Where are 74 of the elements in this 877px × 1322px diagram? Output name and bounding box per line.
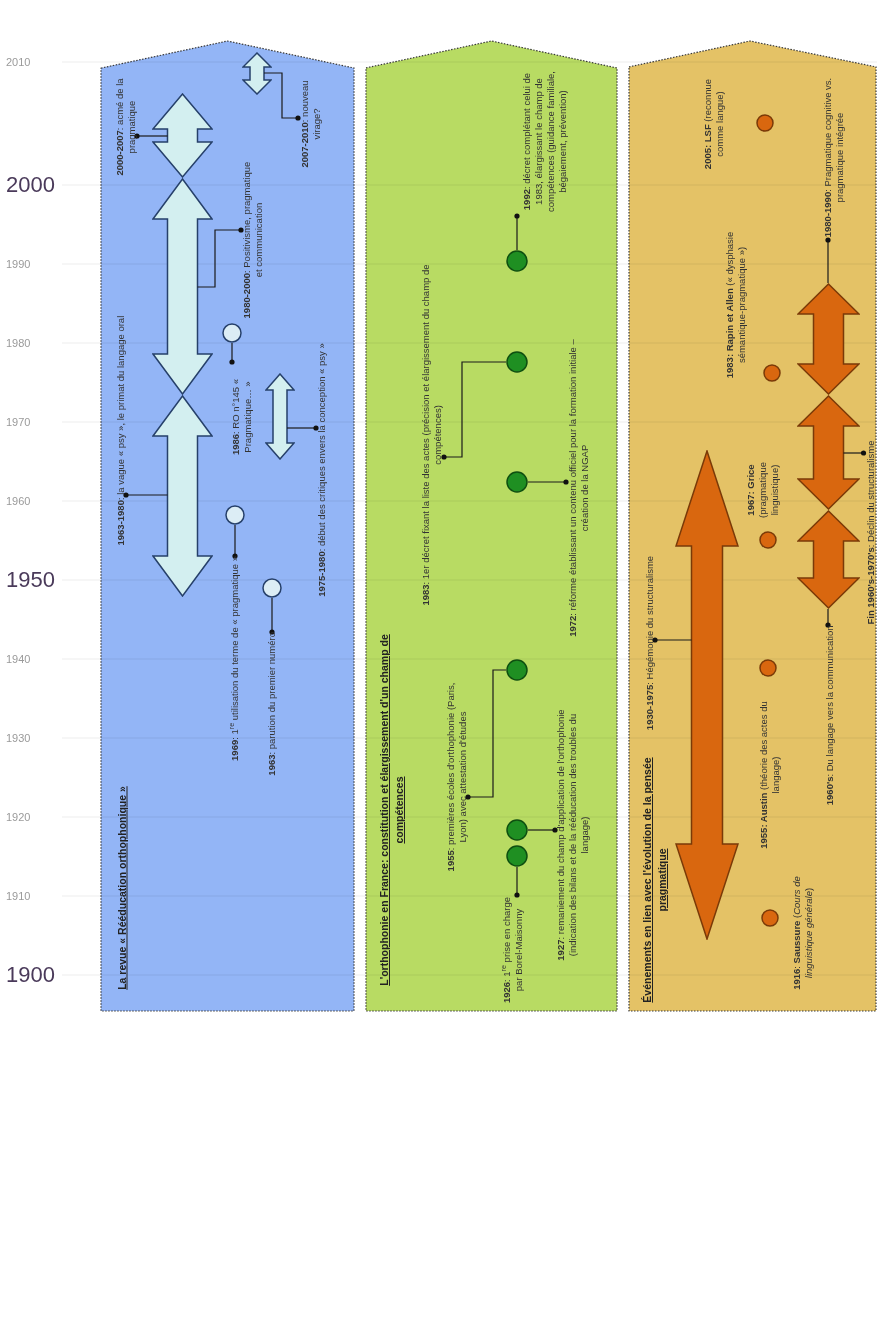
event-text: 1967: Grice (pragmatique linguistique) xyxy=(745,461,781,520)
leader-line xyxy=(269,597,275,635)
period-span-shape xyxy=(265,373,295,460)
circle-marker xyxy=(262,578,282,598)
leader-line xyxy=(527,479,569,485)
period-span-shape xyxy=(797,283,860,395)
period-span-shape xyxy=(152,395,213,597)
leader-line xyxy=(465,669,507,800)
period-span-shape xyxy=(797,395,860,510)
period-span-shape xyxy=(242,52,272,95)
circle-marker xyxy=(763,364,781,382)
year-label: 1970 xyxy=(6,415,31,429)
circle-marker xyxy=(506,250,528,272)
year-label: 2000 xyxy=(6,172,55,198)
event-text: 1980-2000: Positivisme, pragmatique et communication xyxy=(241,160,265,320)
leader-line xyxy=(514,213,520,251)
circle-marker xyxy=(759,531,777,549)
band-title: L'orthophonie en France: constitution et élargissement d'un champ de compétences xyxy=(377,633,406,988)
event-text: 1955: Austin (théorie des actes du langage) xyxy=(758,700,782,851)
leader-line xyxy=(514,866,520,898)
event-text: 1960's: Du langage vers la communication xyxy=(823,625,835,805)
year-label: 1990 xyxy=(6,257,31,271)
year-label: 1900 xyxy=(6,962,55,988)
event-text: 1963-1980: la vague « psy », le primat du langage oral xyxy=(114,315,126,545)
period-span-shape xyxy=(675,450,739,940)
leader-line xyxy=(825,608,831,628)
leader-line xyxy=(286,425,319,431)
year-label: 1920 xyxy=(6,810,31,824)
period-span-shape xyxy=(797,510,860,609)
year-label: 2010 xyxy=(6,55,31,69)
band-title: La revue « Rééducation orthophonique » xyxy=(113,785,129,990)
year-label: 1940 xyxy=(6,652,31,666)
period-span-shape xyxy=(152,178,213,395)
circle-marker xyxy=(506,351,528,373)
band-title: Événements en lien avec l'évolution de la pensée pragmatique xyxy=(640,756,669,1005)
leader-line xyxy=(123,492,169,498)
leader-line xyxy=(196,227,244,288)
event-text: 1955: premières écoles d'orthophonie (Paris, Lyon) avec attestation d'études xyxy=(444,673,468,880)
circle-marker xyxy=(506,845,528,867)
year-label: 1980 xyxy=(6,336,31,350)
event-text: 1992: décret complétant celui de 1983, élargissant le champ de compétences (guidance familiale, bégaiement, prévention) xyxy=(519,66,568,216)
event-text: 1975-1980: début des critiques envers la conception « psy » xyxy=(316,343,328,597)
event-text: 1930-1975: Hégémonie du structuralisme xyxy=(643,555,655,730)
timeline-band xyxy=(100,40,355,1012)
leader-line xyxy=(263,72,301,121)
event-text: Fin 1960's-1970's: Déclin du structuralisme xyxy=(863,440,876,625)
event-text: 1983: 1er décret fixant la liste des actes (précision et élargissement du champ de compétences) xyxy=(420,250,444,620)
circle-marker xyxy=(225,505,245,525)
circle-marker xyxy=(222,323,242,343)
event-text: 1980-1990: Pragmatique cognitive vs. pragmatique intégrée xyxy=(821,75,846,240)
period-span-shape xyxy=(152,93,213,178)
year-label: 1960 xyxy=(6,494,31,508)
timeline-band xyxy=(365,40,618,1012)
leader-line xyxy=(527,827,558,833)
leader-line xyxy=(229,342,235,365)
event-text: 1972: réforme établissant un contenu officiel pour la formation initiale – création de la NGAP xyxy=(566,330,590,645)
leader-line xyxy=(134,133,169,139)
circle-marker xyxy=(506,659,528,681)
timeline-band xyxy=(628,40,877,1012)
leader-line xyxy=(842,450,867,456)
circle-marker xyxy=(506,471,528,493)
leader-line xyxy=(825,237,831,284)
leader-line xyxy=(652,637,693,643)
circle-marker xyxy=(506,819,528,841)
event-text: 1963: parution du premier numéro xyxy=(266,632,278,776)
leader-line xyxy=(441,361,507,460)
event-text: 1927: remaniement du champ d'application de l'orthophonie (indication des bilans et de la rééducation des troubles du langage) xyxy=(555,700,591,970)
year-label: 1950 xyxy=(6,567,55,593)
year-label: 1930 xyxy=(6,731,31,745)
circle-marker xyxy=(759,659,777,677)
year-label: 1910 xyxy=(6,889,31,903)
circle-marker xyxy=(756,114,774,132)
leader-line xyxy=(232,524,238,559)
circle-marker xyxy=(761,909,779,927)
